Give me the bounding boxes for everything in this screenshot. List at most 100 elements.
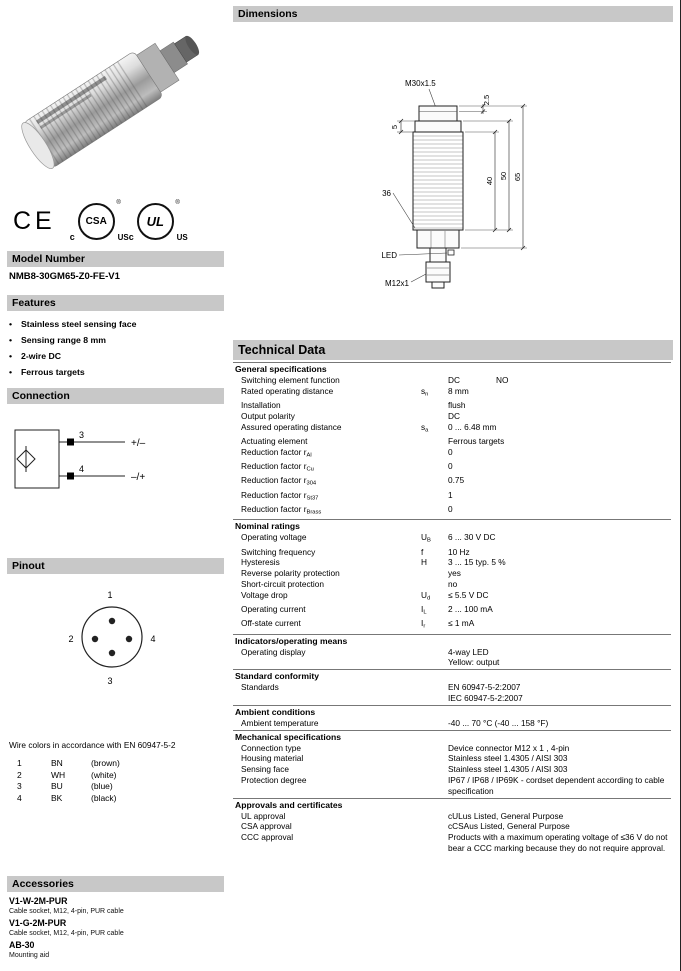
spec-value: 8 mm	[448, 385, 469, 396]
feature-label: Sensing range 8 mm	[21, 335, 106, 345]
sensor-barrel	[412, 131, 464, 231]
spec-symbol	[421, 811, 448, 822]
spec-symbol	[421, 764, 448, 775]
wire-code: BK	[51, 792, 63, 803]
dimension-drawing: M30x1.5 LED M12x1 36	[233, 26, 673, 336]
spec-section-header: Standard conformity	[233, 669, 671, 682]
led-window	[447, 249, 455, 256]
spec-symbol	[421, 718, 448, 729]
wire-pin: 1	[17, 758, 22, 768]
spec-value: Stainless steel 1.4305 / AISI 303	[448, 764, 568, 775]
spec-symbol	[421, 411, 448, 422]
dim-label-connector: M12x1	[385, 279, 410, 288]
registered-icon: ®	[116, 199, 121, 206]
subscript: Al	[306, 452, 312, 459]
pinout-header: Pinout	[7, 558, 224, 574]
wire-code: WH	[51, 769, 66, 780]
sensor-hex	[416, 229, 460, 249]
subscript: Brass	[306, 509, 322, 516]
spec-value: cCSAus Listed, General Purpose	[448, 821, 570, 832]
feature-item: •Stainless steel sensing face	[9, 316, 224, 332]
spec-row: Sensing face Stainless steel 1.4305 / AIS…	[233, 764, 671, 775]
pinout-diagram: 1 2 4 3	[7, 580, 223, 700]
spec-symbol: f	[421, 546, 424, 557]
spec-label: Switching element function	[241, 375, 340, 385]
spec-value: 2 ... 100 mA	[448, 604, 493, 615]
spec-label: Rated operating distance	[241, 385, 334, 396]
spec-symbol	[421, 568, 448, 579]
accessory-name: V1-W-2M-PUR	[9, 896, 68, 906]
spec-label: Actuating element	[241, 435, 308, 446]
ul-us-label: US	[176, 232, 188, 242]
spec-label: Reduction factor rAl	[241, 446, 312, 459]
csa-c-label: c	[69, 231, 75, 242]
subscript: 304	[306, 480, 317, 487]
spec-symbol	[421, 821, 448, 832]
spec-label: CCC approval	[241, 832, 294, 843]
bullet-icon: •	[9, 367, 13, 377]
connection-header: Connection	[7, 388, 224, 404]
dim-label-total: 65	[513, 173, 522, 181]
m12-connector	[425, 261, 451, 283]
csa-mark: CSA ® c US	[70, 200, 129, 242]
spec-symbol	[421, 475, 448, 489]
subscript: r	[423, 623, 426, 630]
spec-value: -40 ... 70 °C (-40 ... 158 °F)	[448, 717, 549, 728]
spec-value: ≤ 1 mA	[448, 618, 475, 629]
spec-symbol: sa	[421, 421, 429, 434]
spec-value: no	[448, 578, 458, 589]
spec-label: Hysteresis	[241, 557, 280, 568]
spec-symbol: Ir	[421, 618, 426, 630]
dim-label-barrel: 40	[485, 177, 494, 185]
sensor-head	[418, 105, 458, 122]
wire-color: (black)	[91, 792, 117, 803]
subscript: B	[427, 537, 431, 544]
spec-symbol	[421, 447, 448, 461]
spec-value: 10 Hz	[448, 546, 470, 557]
pin-dot-2	[91, 635, 99, 643]
subscript: n	[425, 391, 429, 398]
features-list: •Stainless steel sensing face • Sensing ra…	[9, 316, 224, 380]
spec-label: Sensing face	[241, 764, 289, 775]
sensor-symbol-box	[14, 429, 60, 489]
wire-code: BN	[51, 758, 63, 768]
certification-logos: CE CSA ® c US UL ® c US	[13, 196, 218, 246]
spec-section-header: General specifications	[233, 362, 671, 375]
spec-symbol	[421, 832, 448, 854]
terminal-icon	[67, 438, 74, 446]
spec-symbol	[421, 647, 448, 669]
accessory-desc: Mounting aid	[9, 952, 50, 959]
dim-label-hex: 36	[382, 189, 391, 198]
connector-neck	[429, 247, 447, 263]
right-column: Dimensions M30x1.5	[233, 0, 673, 971]
spec-value: IP67 / IP68 / IP69K - cordset dependent …	[448, 775, 665, 796]
spec-symbol: IL	[421, 604, 427, 616]
spec-label: Operating voltage	[241, 532, 307, 543]
wire-color: (white)	[91, 769, 117, 780]
spec-label: Short-circuit protection	[241, 578, 325, 589]
subscript: L	[423, 609, 427, 616]
spec-label: Reduction factor rCu	[241, 461, 314, 473]
ul-mark: UL ® c US	[129, 200, 188, 242]
wire-pin: 4	[17, 792, 22, 803]
subscript: St37	[306, 495, 319, 502]
wire-color: (brown)	[91, 758, 120, 768]
model-number-value: NMB8-30GM65-Z0-FE-V1	[9, 271, 120, 282]
spec-symbol: UB	[421, 532, 431, 544]
feature-label: Ferrous targets	[21, 367, 85, 377]
connector-face	[81, 606, 143, 668]
